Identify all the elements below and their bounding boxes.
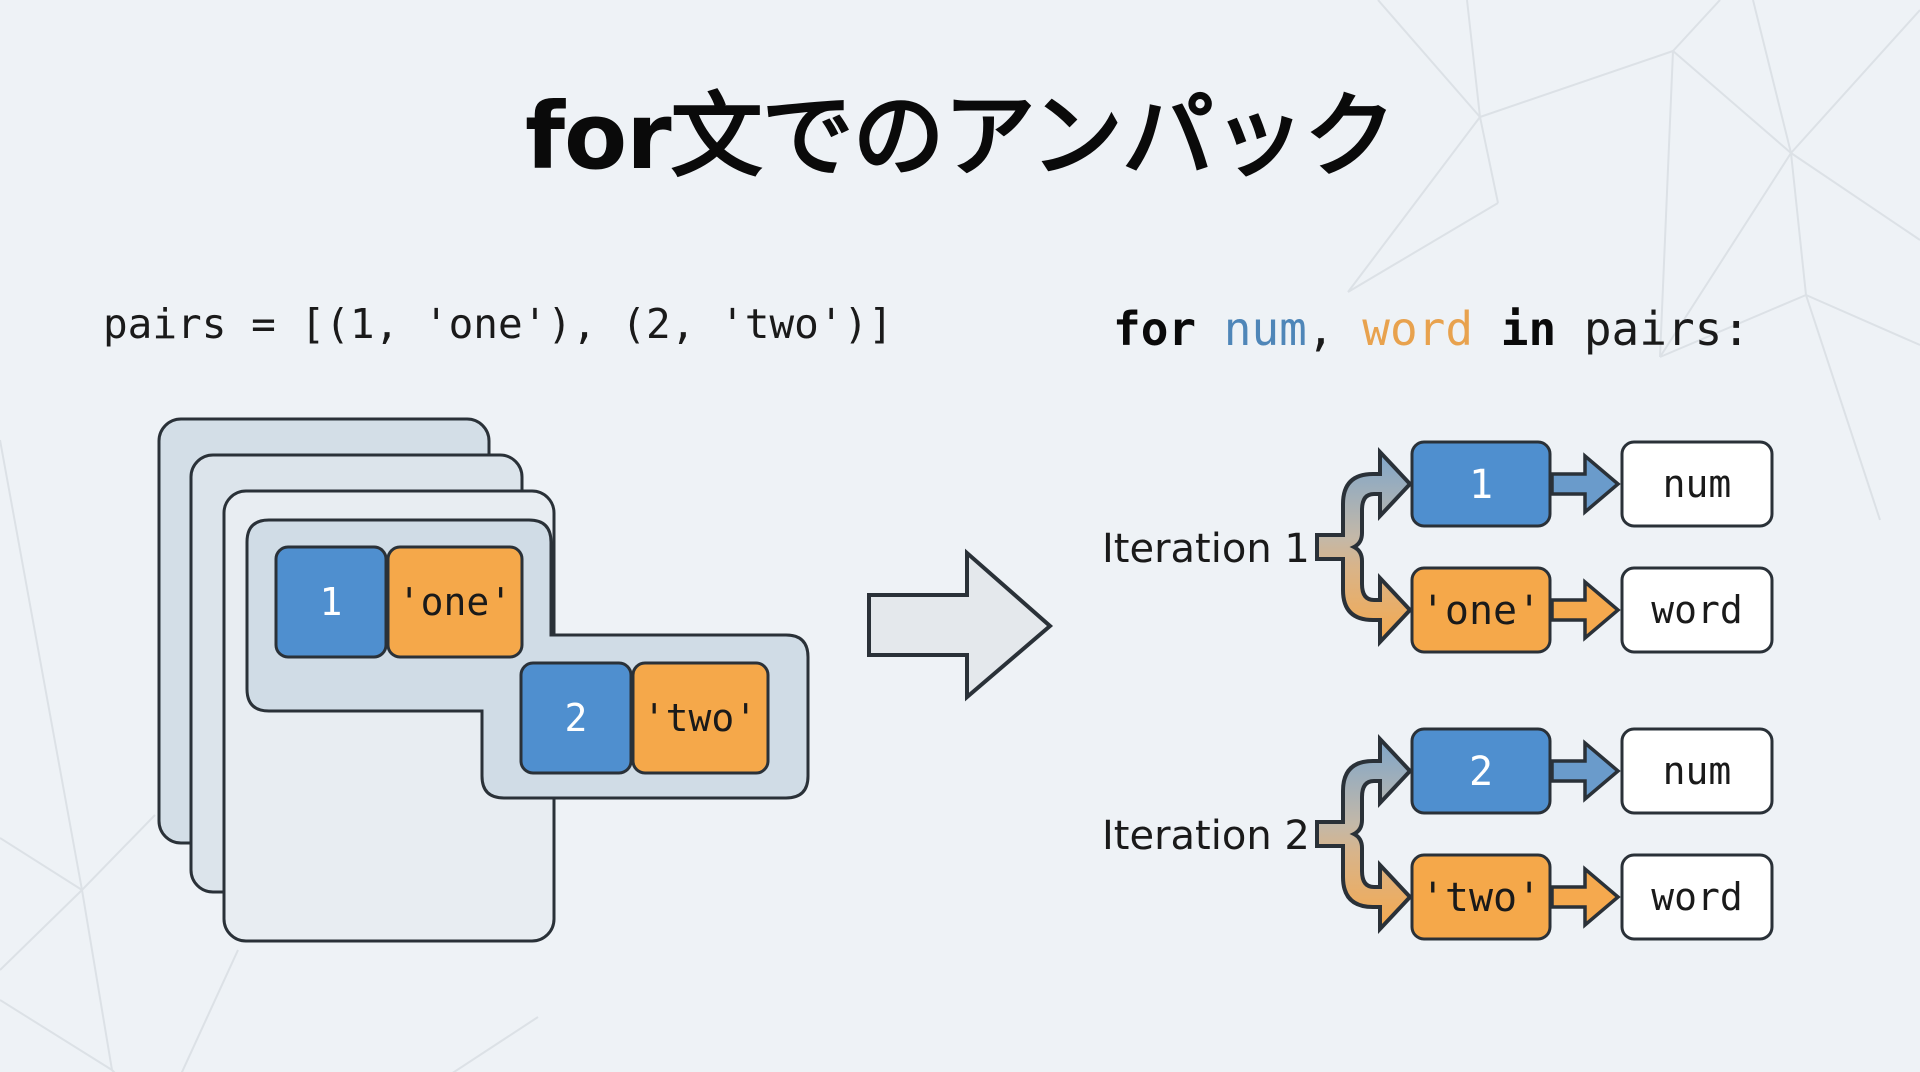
num-value-box (1410, 727, 1552, 815)
word-value-text: 'two' (1421, 875, 1541, 921)
num-assign-arrow-icon (1550, 452, 1621, 516)
tuple-2-word-text: 'two' (643, 696, 757, 740)
tuple-1-word-box (386, 545, 524, 659)
num-target-text: num (1663, 462, 1732, 506)
transform-arrow-icon (867, 548, 1054, 702)
iteration-label: Iteration 1 (1102, 526, 1310, 572)
fork-arrow-icon (1315, 733, 1413, 935)
comma: , (1306, 302, 1363, 356)
iteration-label: Iteration 2 (1102, 813, 1310, 859)
word-assign-arrow-icon (1550, 578, 1621, 642)
word-target-box (1620, 853, 1774, 941)
tuple-1-word-text: 'one' (398, 580, 512, 624)
word-value-box (1410, 566, 1552, 654)
tuple-2-num-text: 2 (565, 696, 588, 740)
iteration-2: Iteration 2 2 'two' num word (1102, 727, 1774, 941)
num-value-text: 2 (1469, 749, 1493, 795)
num-assign-arrow-icon (1550, 739, 1621, 803)
tuple-1: 1 'one' (274, 545, 524, 659)
keyword-for: for (1113, 302, 1197, 356)
keyword-in: in (1500, 302, 1557, 356)
tuple-1-num-text: 1 (320, 580, 343, 624)
num-value-text: 1 (1469, 462, 1493, 508)
num-target-box (1620, 727, 1774, 815)
word-value-box (1410, 853, 1552, 941)
word-assign-arrow-icon (1550, 865, 1621, 929)
num-target-text: num (1663, 749, 1732, 793)
tuple-2: 2 'two' (519, 661, 770, 775)
for-loop-code: for num, word in pairs: (1113, 302, 1750, 356)
word-value-text: 'one' (1421, 588, 1541, 634)
num-target-box (1620, 440, 1774, 528)
num-value-box (1410, 440, 1552, 528)
word-target-box (1620, 566, 1774, 654)
iterable-pairs: pairs: (1583, 302, 1751, 356)
pairs-assignment-code: pairs = [(1, 'one'), (2, 'two')] (103, 300, 893, 348)
page-title: for文でのアンパック (525, 83, 1396, 190)
tuple-1-num-box (274, 545, 388, 659)
variable-word: word (1362, 302, 1474, 356)
word-target-text: word (1651, 588, 1743, 632)
fork-arrow-icon (1315, 446, 1413, 648)
tuple-2-word-box (631, 661, 770, 775)
tuple-2-num-box (519, 661, 633, 775)
word-target-text: word (1651, 875, 1743, 919)
list-stack: 1 'one' 2 'two' (157, 417, 810, 943)
iteration-1: Iteration 1 1 'one' num word (1102, 440, 1774, 654)
variable-num: num (1223, 302, 1307, 356)
